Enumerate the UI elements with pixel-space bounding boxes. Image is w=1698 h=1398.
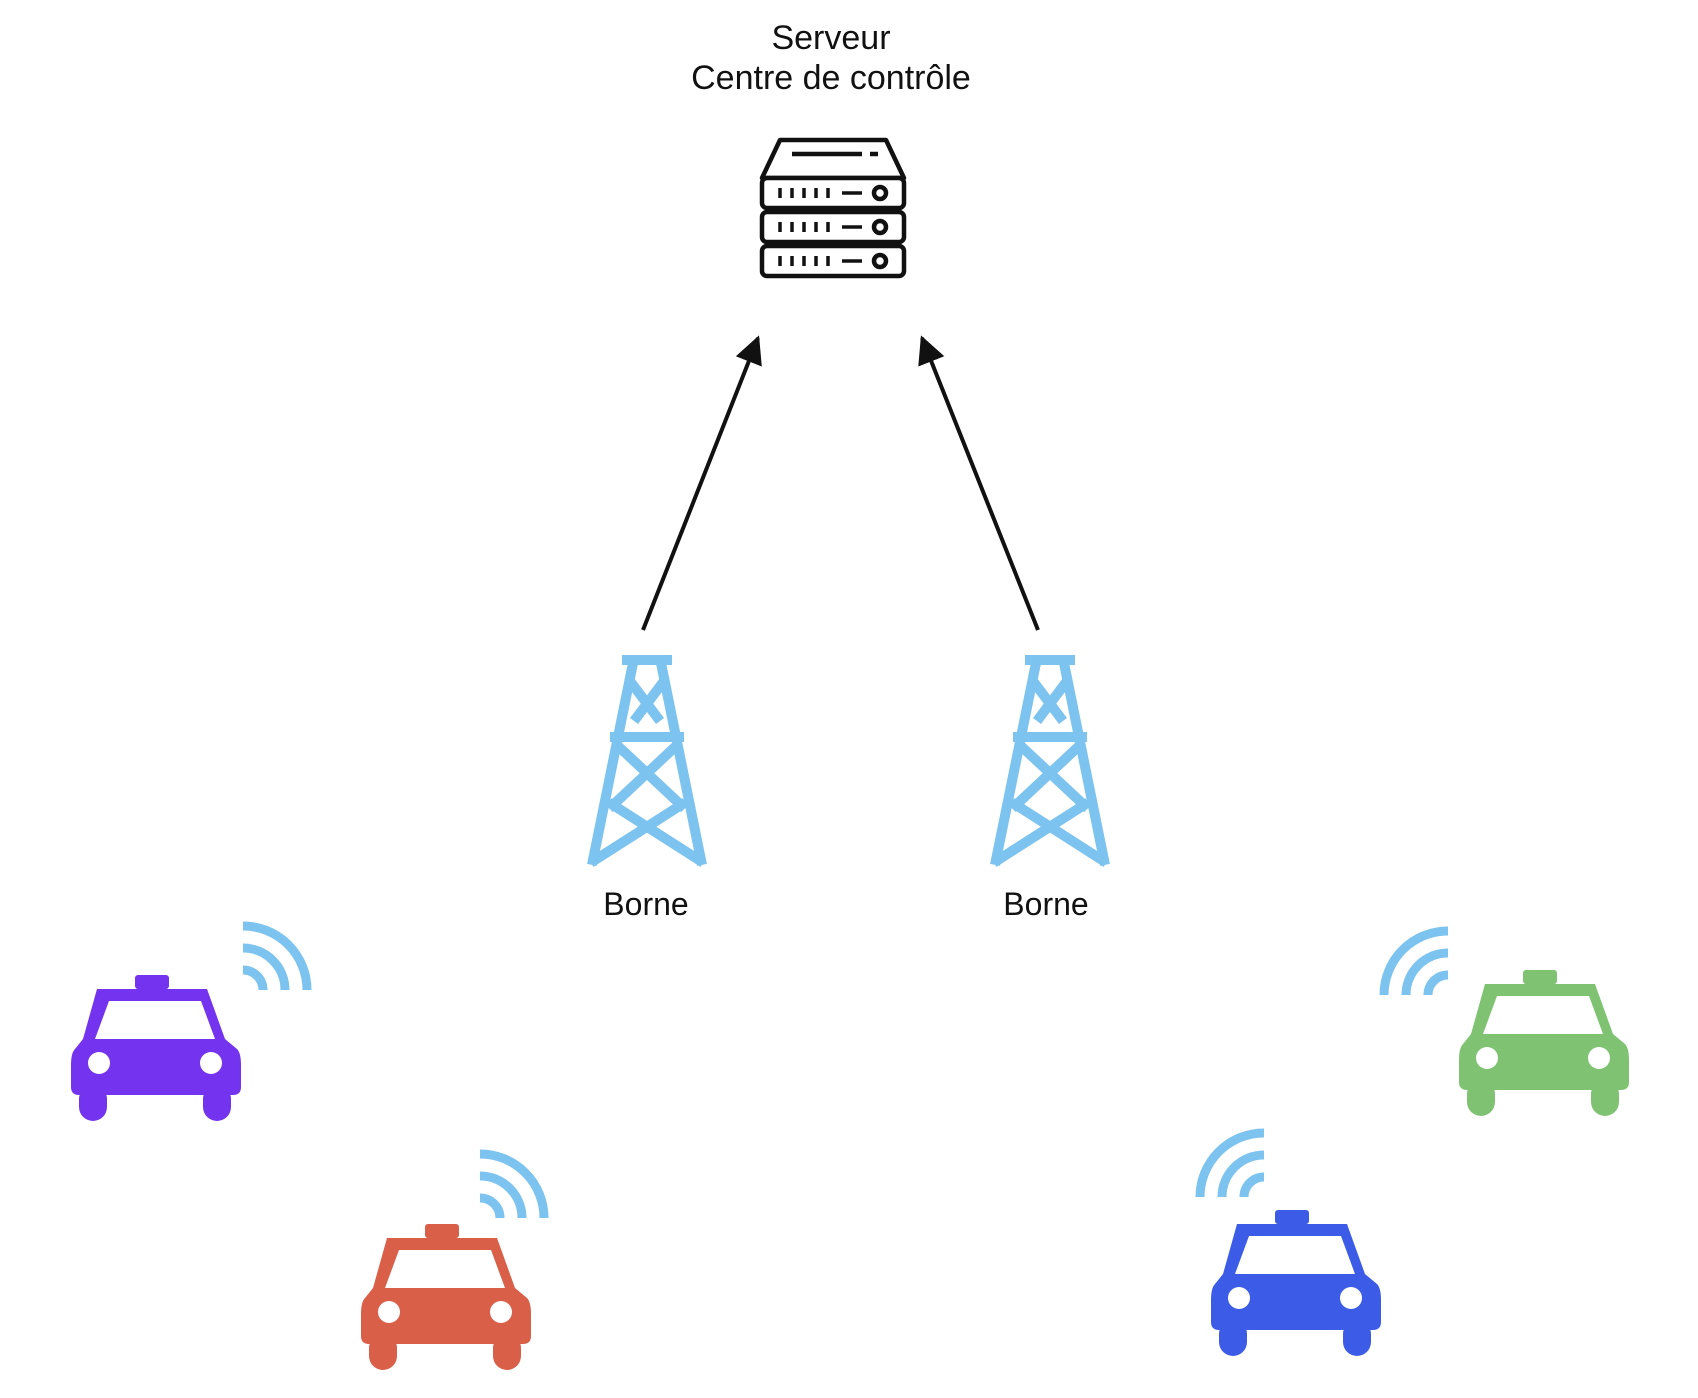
taxi-icon <box>1211 1210 1381 1356</box>
server-rack-icon <box>759 137 907 279</box>
taxi-icon <box>361 1224 531 1370</box>
server-subtitle: Centre de contrôle <box>691 59 971 97</box>
taxi-icon <box>1459 970 1629 1116</box>
tower-label-right: Borne <box>1003 886 1089 922</box>
wifi-signal-icon <box>1384 931 1448 995</box>
taxi-icon <box>71 975 241 1121</box>
arrow-right-tower-to-server <box>918 335 1040 631</box>
cell-tower-icon <box>593 660 701 860</box>
wifi-signal-icon <box>243 926 307 990</box>
tower-label-left: Borne <box>603 886 689 922</box>
cell-tower-icon <box>996 660 1104 860</box>
server-title: Serveur <box>771 19 891 57</box>
arrow-left-tower-to-server <box>641 335 762 631</box>
wifi-signal-icon <box>1200 1133 1264 1197</box>
wifi-signal-icon <box>480 1154 544 1218</box>
